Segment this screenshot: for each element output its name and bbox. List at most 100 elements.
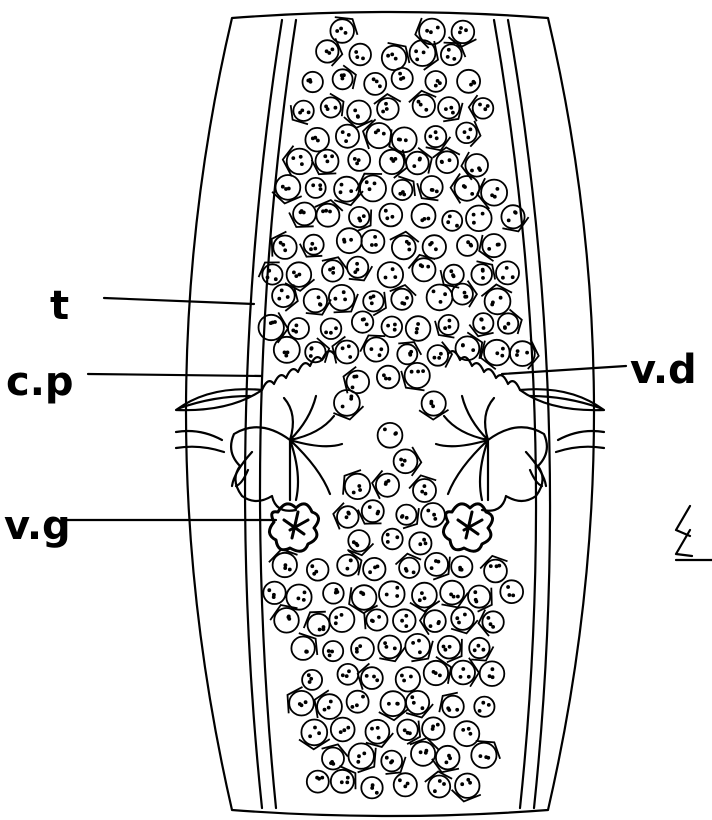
cell-nucleus-dot [487, 105, 489, 107]
testis-cell [428, 345, 449, 366]
cell-nucleus-dot [371, 302, 373, 304]
cell-nucleus-dot [437, 724, 439, 726]
cell-nucleus-dot [348, 670, 350, 672]
testis-cell [393, 609, 416, 632]
cell-nucleus-dot [404, 729, 406, 731]
cell-nucleus-dot [394, 433, 396, 435]
cell-nucleus-dot [371, 244, 373, 246]
cell-nucleus-dot [282, 186, 284, 188]
testis-cell [337, 555, 358, 576]
cell-nucleus-dot [295, 331, 297, 333]
cell-nucleus-dot [423, 51, 425, 53]
label-t: t [50, 286, 69, 326]
cell-nucleus-dot [482, 270, 484, 272]
cell-nucleus-dot [295, 324, 297, 326]
testis-cell [421, 176, 443, 198]
cell-nucleus-dot [349, 356, 351, 358]
cell-nucleus-dot [445, 108, 447, 110]
cell-nucleus-dot [332, 267, 334, 269]
cell-nucleus-dot [434, 790, 436, 792]
cell-nucleus-dot [363, 215, 365, 217]
cell-nucleus-dot [373, 78, 375, 80]
testis-cell [457, 235, 478, 256]
cell-nucleus-dot [374, 236, 376, 238]
right-septum-line [556, 431, 604, 452]
cell-nucleus-dot [309, 681, 311, 683]
cell-nucleus-dot [332, 272, 334, 274]
cell-nucleus-dot [311, 565, 313, 567]
cell-nucleus-dot [406, 297, 408, 299]
cell-nucleus-dot [440, 301, 442, 303]
cell-nucleus-dot [284, 564, 286, 566]
cell-nucleus-dot [491, 668, 493, 670]
cell-nucleus-dot [452, 112, 454, 114]
testis-cell [348, 530, 369, 551]
cell-nucleus-dot [323, 626, 325, 628]
cell-nucleus-dot [482, 277, 484, 279]
cell-nucleus-dot [394, 324, 396, 326]
cell-nucleus-dot [491, 194, 493, 196]
cell-nucleus-dot [301, 109, 303, 111]
cell-nucleus-dot [313, 573, 315, 575]
cell-nucleus-dot [460, 676, 462, 678]
cell-nucleus-dot [321, 777, 323, 779]
cell-nucleus-dot [359, 645, 361, 647]
cell-nucleus-dot [347, 512, 349, 514]
testis-cell [360, 175, 386, 201]
testis-cell [379, 204, 402, 227]
cell-nucleus-dot [394, 158, 396, 160]
leader-line-t [104, 298, 254, 304]
testis-cell [366, 720, 390, 744]
testis-cell [412, 258, 435, 281]
testis-cell [347, 257, 368, 278]
cell-nucleus-dot [399, 193, 401, 195]
cell-nucleus-dot [343, 729, 345, 731]
testis-cell [427, 285, 453, 311]
cell-nucleus-dot [441, 161, 443, 163]
cell-nucleus-dot [482, 649, 484, 651]
cell-nucleus-dot [356, 651, 358, 653]
cell-nucleus-dot [448, 326, 450, 328]
cell-nucleus-dot [484, 108, 486, 110]
cell-nucleus-dot [413, 165, 415, 167]
testis-cell [366, 609, 387, 630]
testis-cell [411, 742, 435, 766]
left-wall-line-1 [245, 20, 282, 808]
testis-cell [451, 607, 474, 630]
cell-nucleus-dot [443, 783, 445, 785]
cell-nucleus-dot [411, 696, 413, 698]
cell-nucleus-dot [287, 616, 289, 618]
cell-nucleus-dot [450, 593, 452, 595]
cell-nucleus-dot [459, 569, 461, 571]
testis-cell [321, 97, 341, 117]
testis-cell [307, 559, 329, 581]
cell-nucleus-dot [500, 297, 502, 299]
cell-nucleus-dot [435, 248, 437, 250]
testis-cell [422, 391, 446, 415]
cell-nucleus-dot [366, 181, 368, 183]
cell-nucleus-dot [284, 249, 286, 251]
testis-cell [452, 21, 475, 44]
cell-nucleus-dot [508, 219, 510, 221]
testis-cell [337, 228, 362, 253]
cell-nucleus-dot [408, 249, 410, 251]
cell-nucleus-dot [412, 642, 414, 644]
cell-nucleus-dot [328, 707, 330, 709]
cell-nucleus-dot [448, 755, 450, 757]
cell-nucleus-dot [492, 676, 494, 678]
testis-cell [376, 474, 399, 497]
cell-nucleus-dot [483, 327, 485, 329]
cell-nucleus-dot [375, 244, 377, 246]
cell-nucleus-dot [496, 565, 498, 567]
cell-nucleus-dot [420, 751, 422, 753]
testis-cell [396, 667, 420, 691]
cell-nucleus-dot [425, 493, 427, 495]
cell-nucleus-dot [417, 371, 419, 373]
cell-nucleus-dot [293, 271, 295, 273]
cell-nucleus-dot [490, 565, 492, 567]
testis-cell [329, 285, 355, 311]
testis-cell [473, 98, 494, 119]
testis-cell [438, 97, 459, 118]
cell-nucleus-dot [406, 241, 408, 243]
cell-nucleus-dot [482, 702, 484, 704]
